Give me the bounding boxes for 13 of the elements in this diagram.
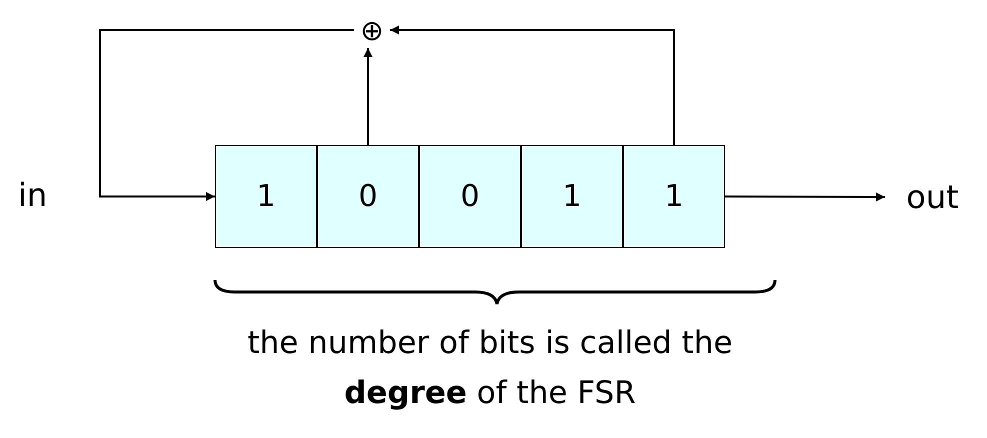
arrow xyxy=(364,48,372,145)
xor-symbol: ⊕ xyxy=(354,12,390,48)
register-cell: 1 xyxy=(623,145,725,248)
arrow xyxy=(99,29,354,201)
register-cell: 1 xyxy=(521,145,623,248)
arrow xyxy=(390,26,675,145)
input-label: in xyxy=(18,176,48,214)
register-cell: 1 xyxy=(215,145,317,248)
arrow xyxy=(725,192,885,202)
register-cell: 0 xyxy=(317,145,419,248)
caption-text: the number of bits is called the degree of the FSR xyxy=(246,324,734,413)
register-cell: 0 xyxy=(419,145,521,248)
output-label: out xyxy=(885,175,980,219)
